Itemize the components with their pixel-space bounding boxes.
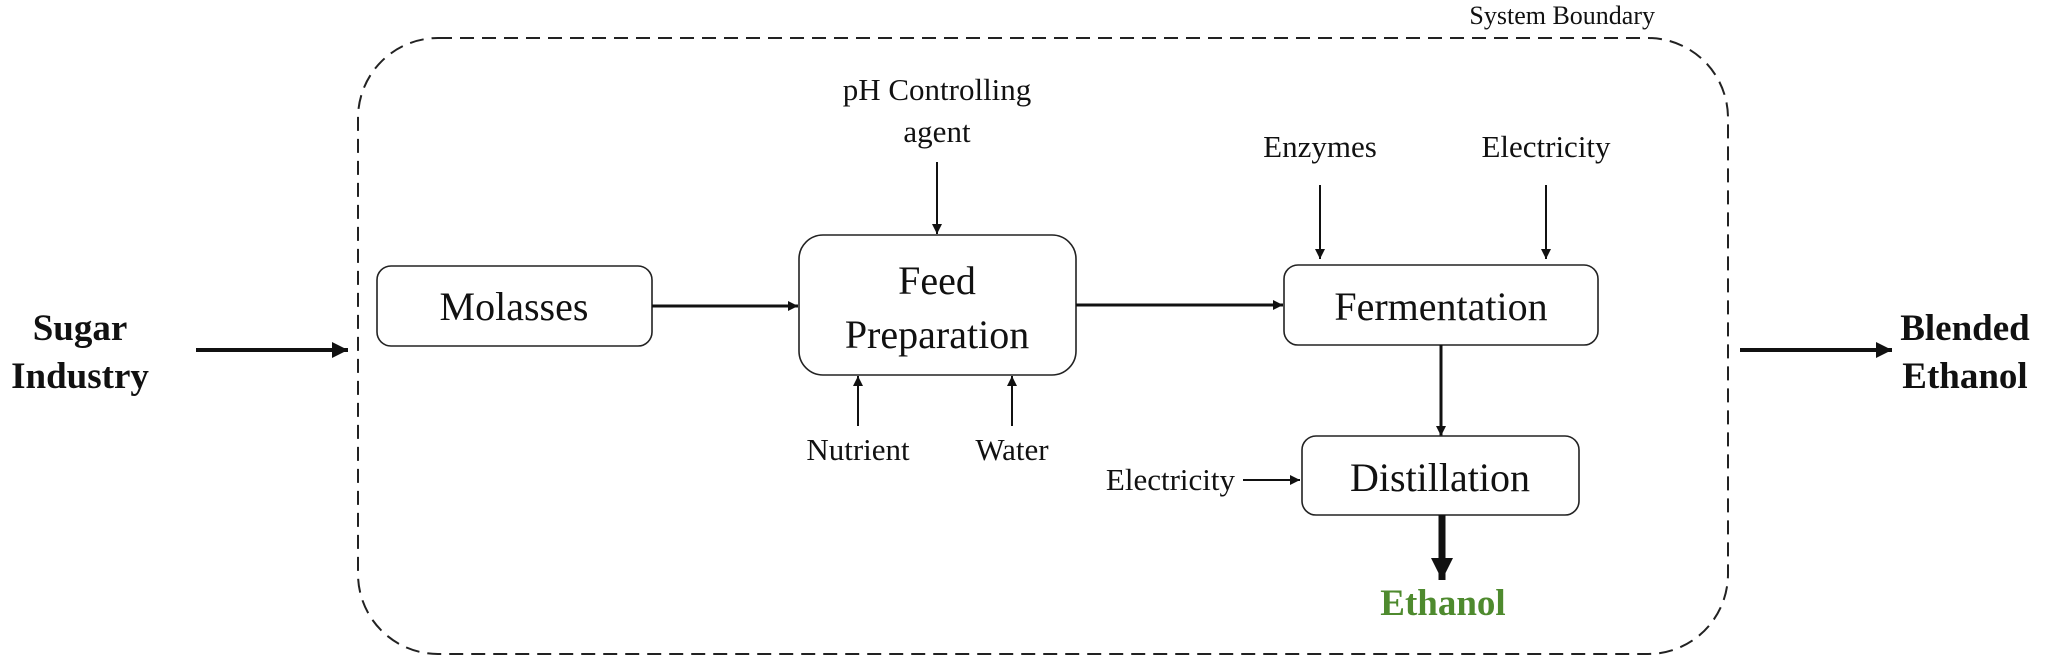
fermentation-label: Fermentation <box>1334 284 1547 329</box>
sugar-industry-label-line2: Industry <box>11 356 149 397</box>
electricity-distillation-label: Electricity <box>1106 462 1236 497</box>
blended-ethanol-label-line1: Blended <box>1900 308 2030 349</box>
nutrient-label: Nutrient <box>806 432 910 467</box>
system-boundary-label: System Boundary <box>1469 1 1655 30</box>
blended-ethanol-label-line2: Ethanol <box>1902 356 2027 397</box>
water-label: Water <box>975 432 1049 467</box>
sugar-industry-label-line1: Sugar <box>33 308 128 349</box>
ethanol-product-label: Ethanol <box>1380 583 1505 624</box>
molasses-label: Molasses <box>440 284 589 329</box>
feed-preparation-label-line1: Feed <box>898 258 976 303</box>
electricity-fermentation-label: Electricity <box>1481 129 1611 164</box>
ph-agent-label-line2: agent <box>903 114 971 149</box>
distillation-label: Distillation <box>1350 455 1530 500</box>
feed-preparation-label-line2: Preparation <box>845 312 1029 357</box>
ph-agent-label-line1: pH Controlling <box>843 72 1032 107</box>
enzymes-label: Enzymes <box>1263 129 1377 164</box>
system-boundary <box>357 37 1729 655</box>
